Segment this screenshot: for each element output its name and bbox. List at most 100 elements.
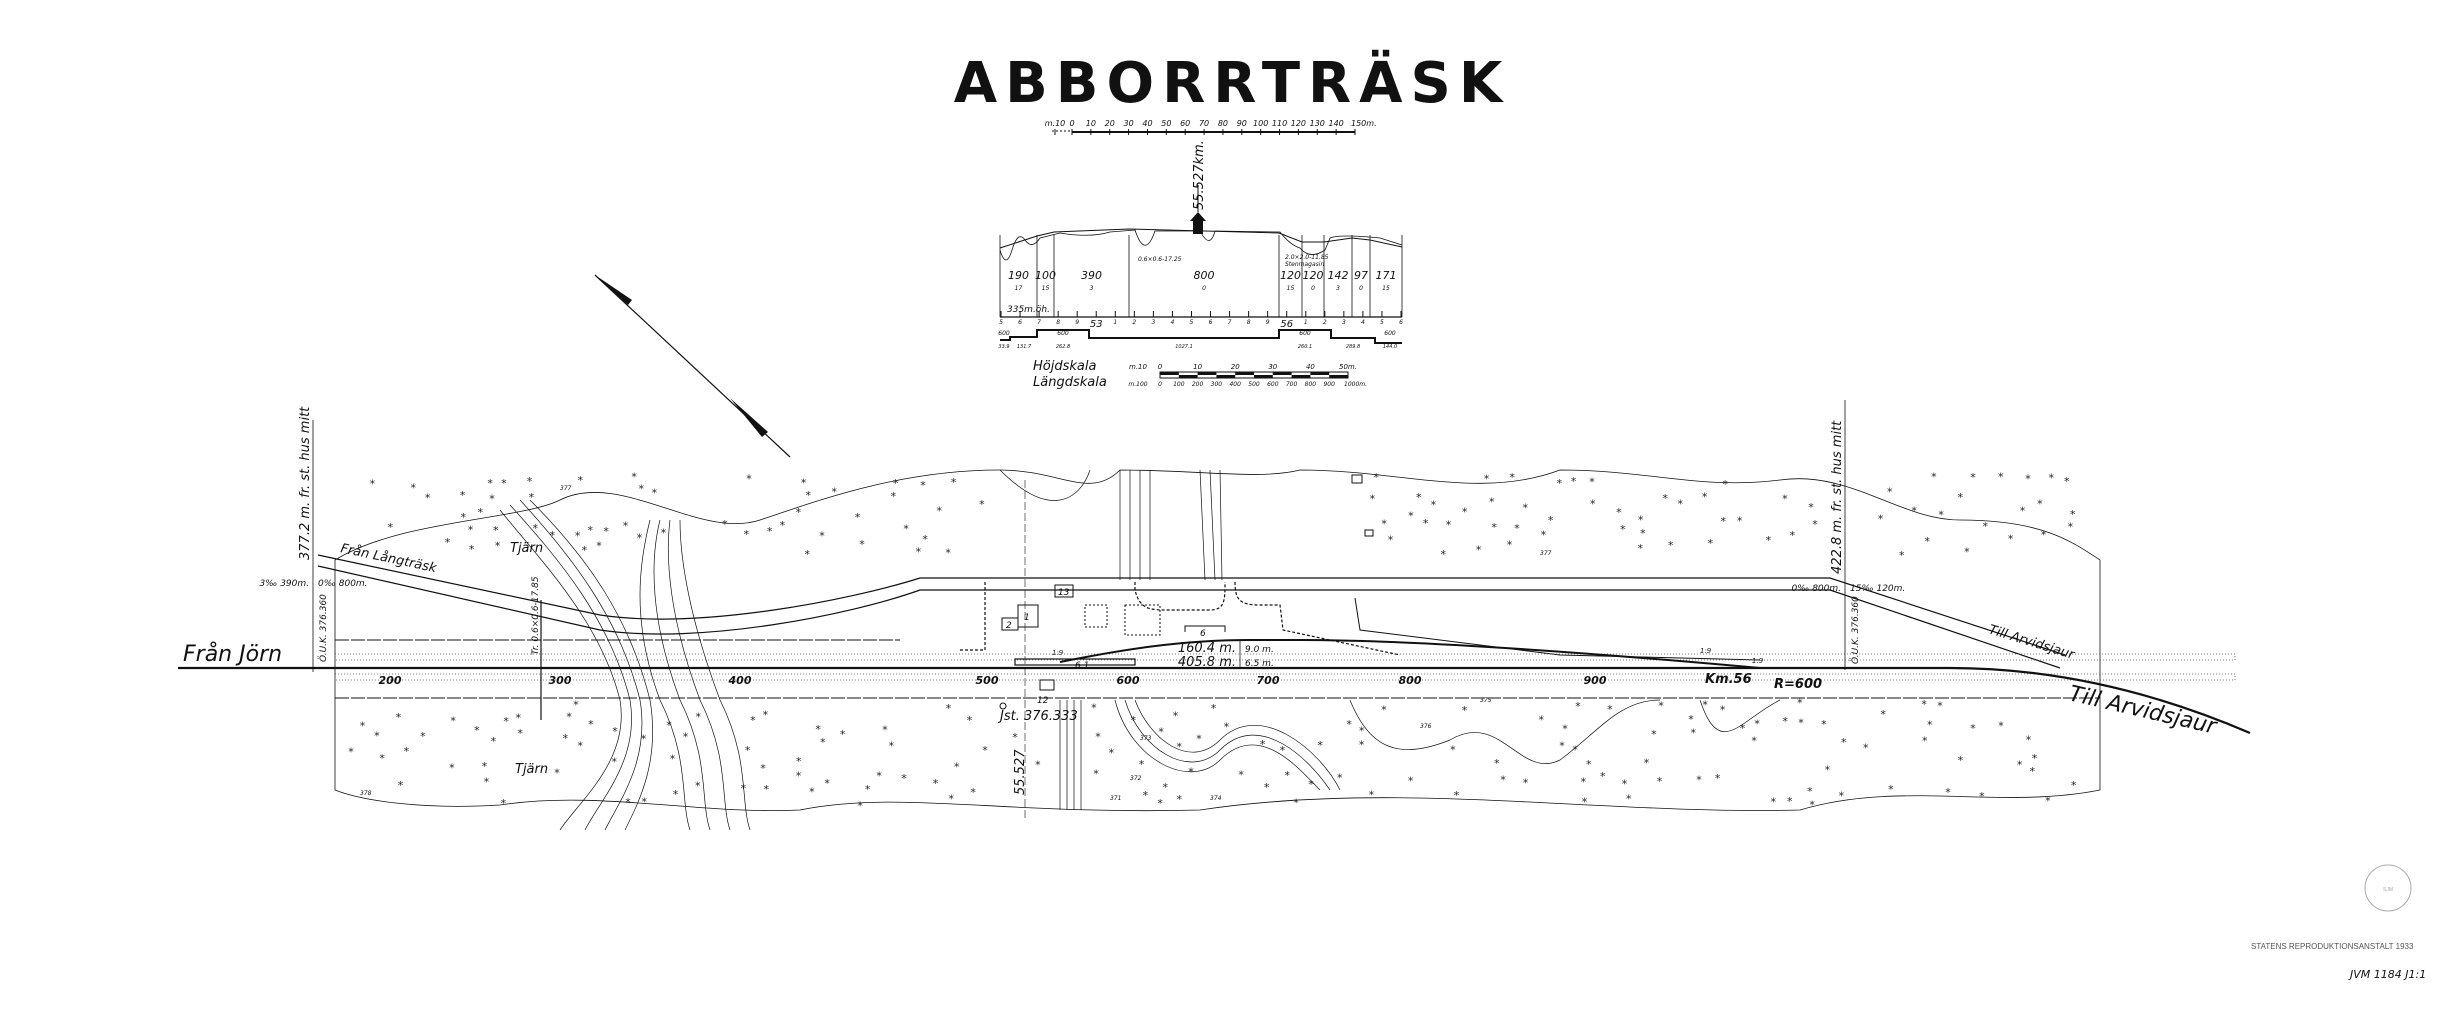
to-arvidsjaur-label: Till Arvidsjaur bbox=[2067, 681, 2221, 740]
tree-symbol-icon: * bbox=[374, 729, 380, 742]
tree-symbol-icon: * bbox=[1771, 796, 1777, 809]
length-scale-tick: 0 bbox=[1158, 381, 1162, 388]
tree-symbol-icon: * bbox=[1821, 718, 1827, 731]
tree-symbol-icon: * bbox=[1373, 471, 1379, 484]
height-scale-tick: 0 bbox=[1158, 363, 1163, 371]
tree-symbol-icon: * bbox=[951, 476, 957, 489]
tree-symbol-icon: * bbox=[563, 732, 569, 745]
tree-symbol-icon: * bbox=[1446, 518, 1452, 531]
segment-length: 142 bbox=[1328, 269, 1349, 282]
benchmark-icon bbox=[999, 702, 1007, 710]
building-2 bbox=[1001, 617, 1019, 631]
station-house-1 bbox=[1017, 604, 1039, 628]
tree-symbol-icon: * bbox=[1264, 781, 1270, 794]
tree-symbol-icon: * bbox=[588, 718, 594, 731]
tree-symbol-icon: * bbox=[501, 797, 507, 810]
tree-symbol-icon: * bbox=[979, 498, 985, 511]
tree-symbol-icon: * bbox=[1280, 744, 1286, 757]
tree-symbol-icon: * bbox=[893, 477, 899, 490]
scale-tick-label: 120 bbox=[1291, 119, 1306, 128]
tree-symbol-icon: * bbox=[1491, 521, 1497, 534]
tree-symbol-icon: * bbox=[820, 736, 826, 749]
outbuilding bbox=[1351, 474, 1363, 484]
tree-symbol-icon: * bbox=[882, 723, 888, 736]
tree-symbol-icon: * bbox=[1522, 501, 1528, 514]
tree-symbol-icon: * bbox=[1590, 497, 1596, 510]
segment-gradient: 3 bbox=[1090, 285, 1094, 292]
segment-gradient: 15 bbox=[1042, 285, 1050, 292]
scale-tick-label: 50 bbox=[1161, 119, 1171, 128]
tree-symbol-icon: * bbox=[948, 793, 954, 806]
tree-symbol-icon: * bbox=[695, 779, 701, 792]
tree-symbol-icon: * bbox=[1139, 758, 1145, 771]
tree-symbol-icon: * bbox=[1346, 718, 1352, 731]
tree-symbol-icon: * bbox=[2020, 505, 2026, 518]
tree-symbol-icon: * bbox=[1812, 518, 1818, 531]
tree-symbol-icon: * bbox=[745, 744, 751, 757]
building-label-1: 1 bbox=[1024, 613, 1030, 623]
tree-symbol-icon: * bbox=[801, 476, 807, 489]
tree-symbol-icon: * bbox=[1369, 788, 1375, 801]
tree-symbol-icon: * bbox=[796, 506, 802, 519]
scale-tick-label: 20 bbox=[1105, 119, 1115, 128]
tree-symbol-icon: * bbox=[404, 745, 410, 758]
tree-symbol-icon: * bbox=[1489, 495, 1495, 508]
svg-text:374: 374 bbox=[1210, 795, 1222, 802]
tree-symbol-icon: * bbox=[1484, 473, 1490, 486]
tree-symbol-icon: * bbox=[489, 493, 495, 506]
curve-radius: 600 bbox=[1299, 330, 1311, 337]
tree-symbol-icon: * bbox=[840, 728, 846, 741]
tree-symbol-icon: * bbox=[1308, 778, 1314, 791]
tree-symbol-icon: * bbox=[1809, 798, 1815, 811]
segment-gradient: 0 bbox=[1311, 285, 1315, 292]
contour-lines bbox=[499, 469, 1781, 831]
tree-symbol-icon: * bbox=[1359, 739, 1365, 752]
tree-symbol-icon: * bbox=[1797, 697, 1803, 710]
tree-symbol-icon: * bbox=[1958, 491, 1964, 504]
tree-symbol-icon: * bbox=[2064, 475, 2070, 488]
scale-tick-label: 0 bbox=[1069, 119, 1074, 128]
tree-symbol-icon: * bbox=[1751, 735, 1757, 748]
curve-radius: 600 bbox=[1384, 330, 1396, 337]
tree-symbol-icon: * bbox=[516, 711, 522, 724]
building-label-6: 6 bbox=[1200, 629, 1206, 639]
tree-symbol-icon: * bbox=[398, 779, 404, 792]
curve-length: 131.7 bbox=[1017, 344, 1032, 350]
tree-symbol-icon: * bbox=[1523, 777, 1529, 790]
tree-symbol-icon: * bbox=[1572, 744, 1578, 757]
tree-symbol-icon: * bbox=[746, 472, 752, 485]
tree-symbol-icon: * bbox=[824, 777, 830, 790]
tree-symbol-icon: * bbox=[865, 783, 871, 796]
switch-label: 1:9 bbox=[1752, 657, 1764, 665]
tree-symbol-icon: * bbox=[1945, 786, 1951, 799]
tree-symbol-icon: * bbox=[612, 725, 618, 738]
tree-symbol-icon: * bbox=[1616, 506, 1622, 519]
right-grade-a: 0‰ 800m. bbox=[1791, 584, 1841, 594]
tree-symbol-icon: * bbox=[1586, 758, 1592, 771]
tree-symbol-icon: * bbox=[1766, 534, 1772, 547]
scale-tick-label: 80 bbox=[1218, 119, 1228, 128]
curve-length: 289.8 bbox=[1346, 344, 1360, 350]
tree-symbol-icon: * bbox=[491, 735, 497, 748]
tree-symbol-icon: * bbox=[1899, 549, 1905, 562]
length-scale-tick: 900 bbox=[1323, 381, 1335, 388]
tree-symbol-icon: * bbox=[469, 543, 475, 556]
tree-symbol-icon: * bbox=[410, 482, 416, 495]
tree-symbol-icon: * bbox=[1678, 498, 1684, 511]
tree-symbol-icon: * bbox=[2037, 497, 2043, 510]
tree-symbol-icon: * bbox=[1787, 795, 1793, 808]
tree-symbol-icon: * bbox=[1702, 699, 1708, 712]
tree-symbol-icon: * bbox=[1754, 718, 1760, 731]
tree-symbol-icon: * bbox=[637, 531, 643, 544]
tree-symbol-icon: * bbox=[1224, 720, 1230, 733]
tree-symbol-icon: * bbox=[670, 752, 676, 765]
low-point-label: 335m.öh. bbox=[1007, 305, 1050, 315]
main-track bbox=[178, 666, 2251, 735]
tree-symbol-icon: * bbox=[1317, 739, 1323, 752]
tree-symbol-icon: * bbox=[967, 714, 973, 727]
tree-symbol-icon: * bbox=[1970, 471, 1976, 484]
pond-north-label: Tjärn bbox=[510, 541, 543, 556]
tree-symbol-icon: * bbox=[1620, 523, 1626, 536]
tree-symbol-icon: * bbox=[348, 745, 354, 758]
tree-symbol-icon: * bbox=[612, 756, 618, 769]
